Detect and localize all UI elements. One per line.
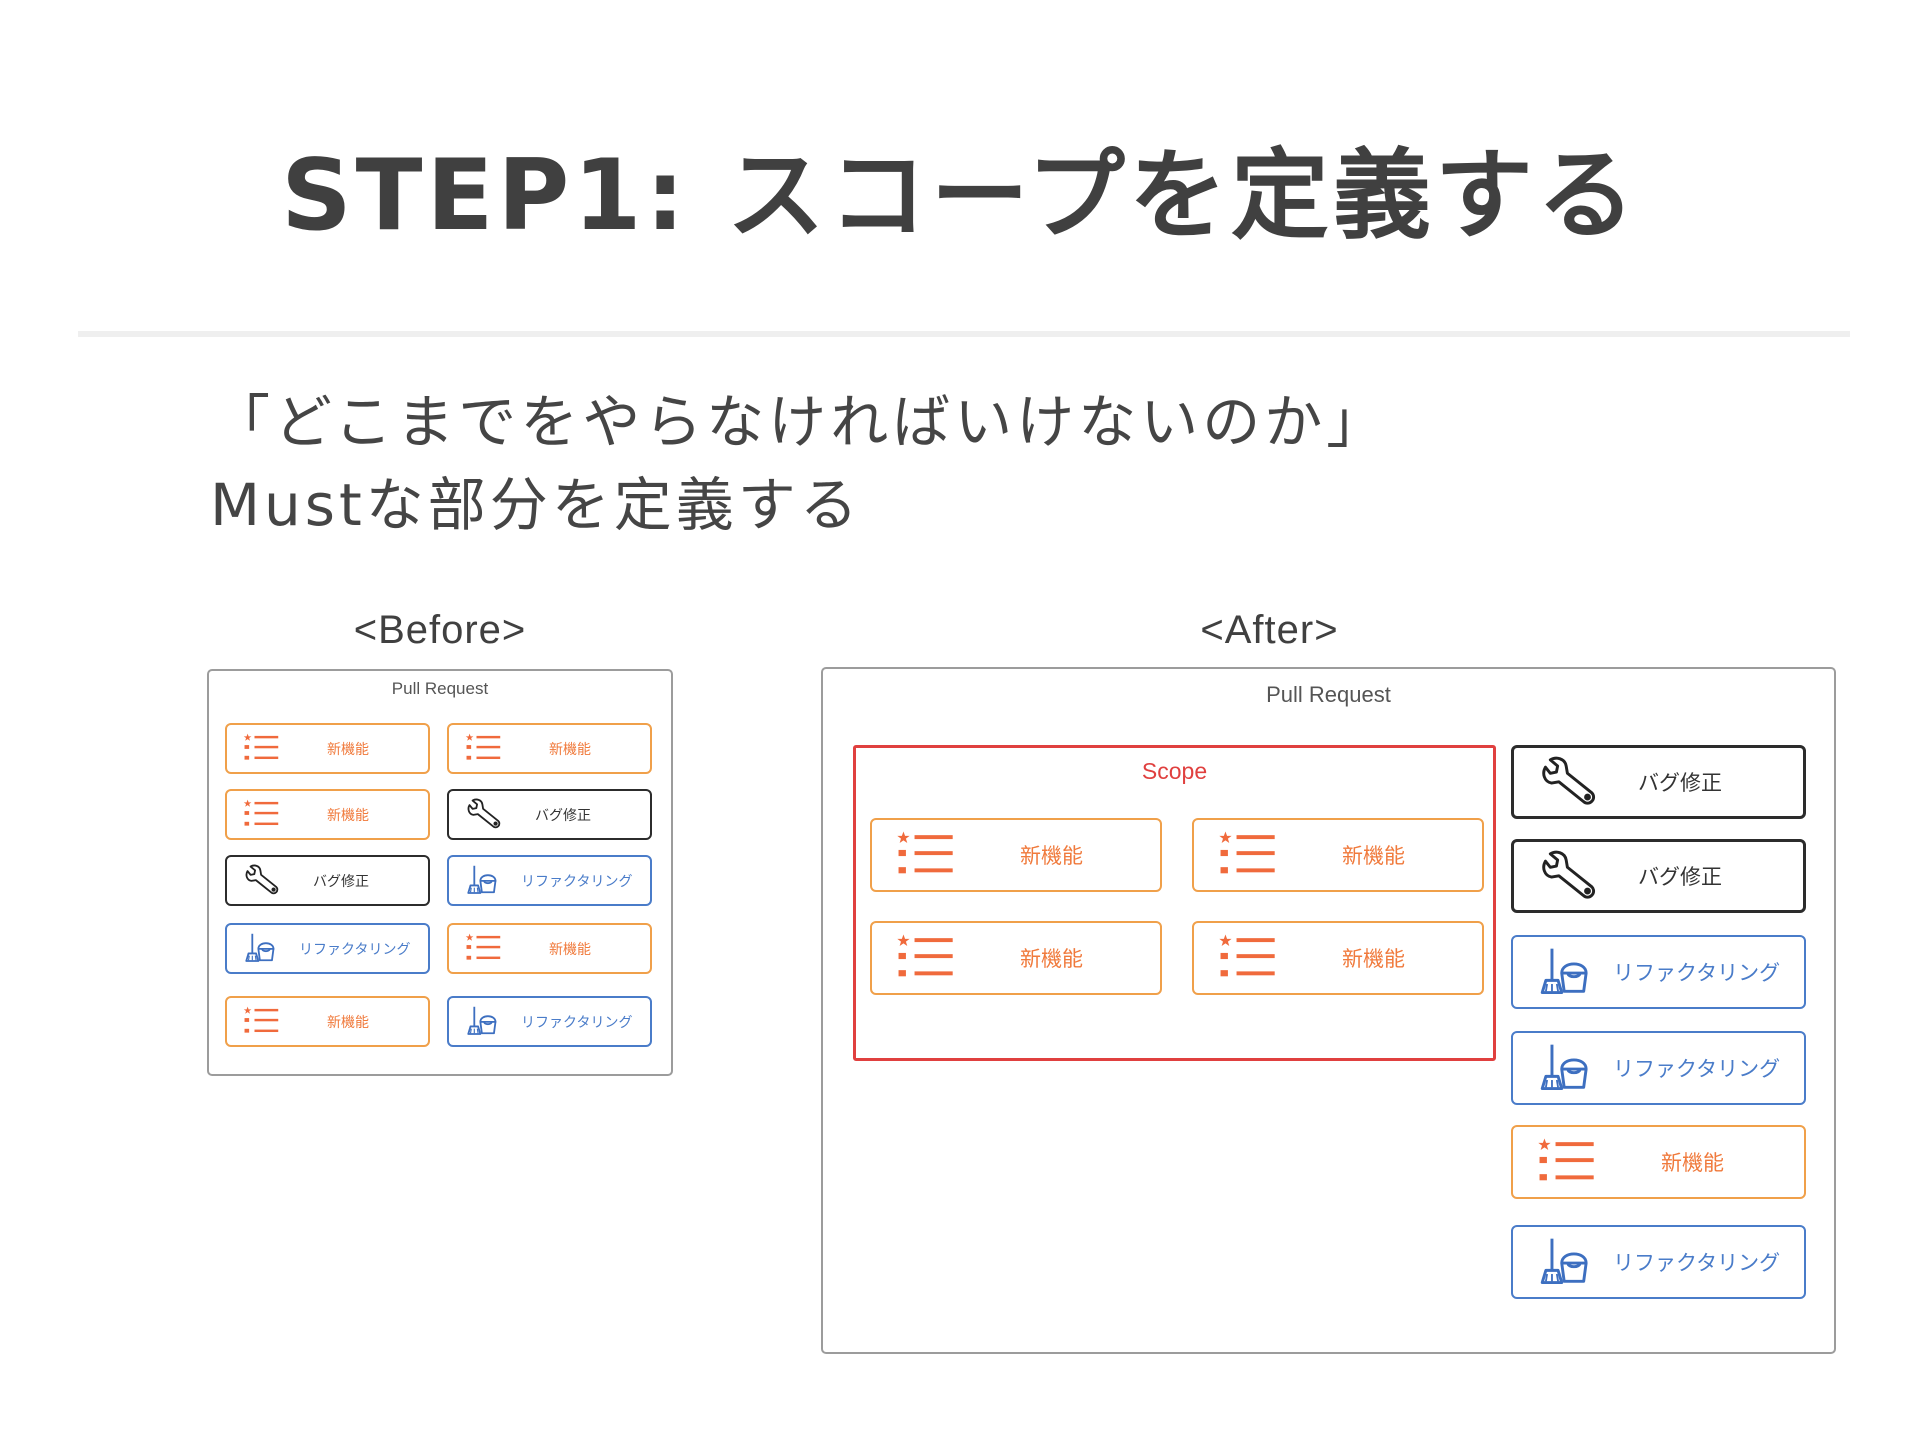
refactor-card-label: リファクタリング xyxy=(1613,1057,1781,1081)
bug-card: バグ修正 xyxy=(1511,839,1806,913)
feature-card-label: 新機能 xyxy=(1661,1151,1724,1175)
before-pull-request-label: Pull Request xyxy=(391,679,489,698)
bug-card-label: バグ修正 xyxy=(535,807,591,824)
wrench-icon xyxy=(1538,755,1598,809)
refactor-card: リファクタリング xyxy=(447,855,652,906)
feature-list-icon xyxy=(896,829,954,881)
feature-card: 新機能 xyxy=(1511,1125,1806,1199)
subtitle-line-1: 「どこまでをやらなければいけないのか」 xyxy=(212,388,1389,456)
after-pull-request-label: Pull Request xyxy=(1266,682,1391,707)
refactor-card-label: リファクタリング xyxy=(1613,961,1781,985)
refactor-card: リファクタリング xyxy=(1511,935,1806,1009)
after-pull-request-container: Pull Request Scope 新機能新機能新機能新機能 バグ修正バグ修正… xyxy=(821,667,1836,1354)
wrench-icon xyxy=(465,797,502,832)
refactor-card: リファクタリング xyxy=(1511,1031,1806,1105)
after-label: <After> xyxy=(1200,608,1339,652)
subtitle-line-2: Mustな部分を定義する xyxy=(210,471,862,539)
feature-card-label: 新機能 xyxy=(1342,947,1405,971)
scope-label: Scope xyxy=(1141,758,1208,784)
refactor-card: リファクタリング xyxy=(447,996,652,1047)
bug-card-label: バグ修正 xyxy=(313,873,369,890)
wrench-icon xyxy=(243,863,280,898)
feature-list-icon xyxy=(1537,1136,1595,1188)
wrench-icon xyxy=(1538,849,1598,903)
feature-card: 新機能 xyxy=(225,789,430,840)
refactor-card-label: リファクタリング xyxy=(521,873,633,890)
broom-bucket-icon xyxy=(243,931,279,966)
feature-card-label: 新機能 xyxy=(549,741,591,758)
bug-card: バグ修正 xyxy=(225,855,430,906)
feature-card: 新機能 xyxy=(1192,818,1484,892)
broom-bucket-icon xyxy=(465,1004,501,1039)
broom-bucket-icon xyxy=(1537,1041,1595,1095)
feature-list-icon xyxy=(896,932,954,984)
feature-card: 新機能 xyxy=(870,921,1162,995)
feature-card-label: 新機能 xyxy=(1020,947,1083,971)
feature-list-icon xyxy=(1218,829,1276,881)
feature-card-label: 新機能 xyxy=(327,807,369,824)
feature-list-icon xyxy=(243,1005,279,1039)
slide-title: STEP1: スコープを定義する xyxy=(281,139,1639,253)
refactor-card-label: リファクタリング xyxy=(1613,1251,1781,1275)
feature-card: 新機能 xyxy=(225,723,430,774)
feature-card: 新機能 xyxy=(1192,921,1484,995)
feature-list-icon xyxy=(243,798,279,832)
refactor-card-label: リファクタリング xyxy=(521,1014,633,1031)
scope-box: Scope 新機能新機能新機能新機能 xyxy=(853,745,1496,1061)
feature-card: 新機能 xyxy=(447,923,652,974)
feature-card: 新機能 xyxy=(447,723,652,774)
feature-card-label: 新機能 xyxy=(549,941,591,958)
refactor-card: リファクタリング xyxy=(1511,1225,1806,1299)
refactor-card-label: リファクタリング xyxy=(299,941,411,958)
feature-list-icon xyxy=(465,732,501,766)
feature-card-label: 新機能 xyxy=(1020,844,1083,868)
feature-card-label: 新機能 xyxy=(1342,844,1405,868)
feature-card: 新機能 xyxy=(870,818,1162,892)
title-divider xyxy=(78,331,1850,337)
feature-list-icon xyxy=(243,732,279,766)
feature-card-label: 新機能 xyxy=(327,741,369,758)
before-pull-request-container: Pull Request 新機能新機能新機能バグ修正バグ修正リファクタリングリフ… xyxy=(207,669,673,1076)
bug-card-label: バグ修正 xyxy=(1638,771,1722,795)
broom-bucket-icon xyxy=(465,863,501,898)
feature-card-label: 新機能 xyxy=(327,1014,369,1031)
feature-list-icon xyxy=(1218,932,1276,984)
feature-list-icon xyxy=(465,932,501,966)
refactor-card: リファクタリング xyxy=(225,923,430,974)
bug-card: バグ修正 xyxy=(1511,745,1806,819)
bug-card: バグ修正 xyxy=(447,789,652,840)
bug-card-label: バグ修正 xyxy=(1638,865,1722,889)
broom-bucket-icon xyxy=(1537,1235,1595,1289)
broom-bucket-icon xyxy=(1537,945,1595,999)
before-label: <Before> xyxy=(353,608,527,652)
feature-card: 新機能 xyxy=(225,996,430,1047)
